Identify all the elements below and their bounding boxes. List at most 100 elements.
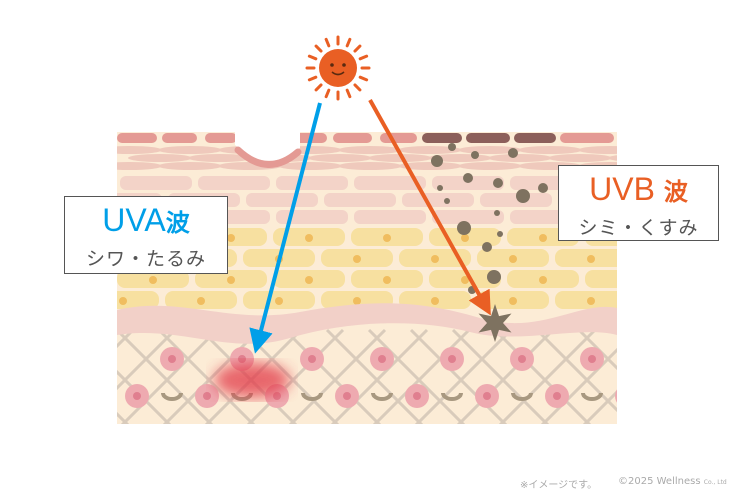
sun-ray — [358, 54, 369, 61]
company-suffix: Co., Ltd — [703, 479, 727, 486]
fibroblast — [581, 392, 603, 401]
cell-nucleus — [553, 392, 561, 400]
cell-nucleus — [308, 355, 316, 363]
granular-cell — [278, 162, 342, 170]
uva-description: シワ・たるみ — [85, 248, 206, 270]
sun-face — [319, 49, 357, 87]
melanin-granule — [431, 155, 443, 167]
dermis-fiber — [414, 328, 513, 424]
cell-nucleus — [383, 234, 391, 242]
dermis-fiber — [330, 328, 429, 424]
dermis-fiber — [621, 330, 721, 430]
uvb-title: UVB 波 — [559, 172, 718, 210]
uva-label-box: UVA波 シワ・たるみ — [64, 196, 228, 274]
fibroblast — [371, 392, 393, 401]
melanin-star-icon — [478, 304, 512, 342]
dermis-fiber — [0, 330, 7, 430]
sun-ray — [324, 37, 331, 48]
stratum-corneum — [117, 133, 157, 143]
cell-nucleus — [588, 355, 596, 363]
cell-nucleus — [587, 297, 595, 305]
spinous-cell — [120, 176, 192, 190]
keratinocyte — [117, 291, 159, 309]
dermis-fiber — [582, 389, 617, 424]
spinous-cell — [276, 210, 348, 224]
dermis-fiber — [577, 328, 617, 371]
sun-ray — [345, 37, 352, 48]
fibroblast — [653, 393, 671, 399]
spinous-cell — [354, 210, 426, 224]
granular-cell — [338, 146, 402, 154]
dermis-fiber — [120, 328, 219, 424]
granular-cell — [548, 154, 612, 162]
fibroblast — [161, 392, 183, 401]
pigmented-corneum — [466, 133, 510, 143]
pigmented-corneum — [514, 133, 556, 143]
cell-nucleus — [133, 392, 141, 400]
inflammation — [214, 362, 290, 398]
dermis-fiber — [117, 328, 177, 391]
copyright-text: ©2025 Wellness — [618, 476, 701, 487]
dermis-fiber — [663, 330, 750, 430]
sun-smile — [331, 71, 345, 76]
stratum-corneum — [333, 133, 372, 143]
cell-nucleus — [509, 255, 517, 263]
cell-nucleus — [539, 276, 547, 284]
cell-nucleus — [149, 276, 157, 284]
uva-title: UVA波 — [65, 203, 227, 241]
melanin-granule — [457, 221, 471, 235]
smiling-sun-icon — [305, 35, 371, 101]
cell-nucleus — [587, 255, 595, 263]
uva-arrow — [249, 102, 322, 354]
granular-cell — [488, 154, 552, 162]
melanin-granule — [444, 198, 450, 204]
dermis-fiber — [621, 330, 721, 430]
fibroblast — [301, 392, 323, 401]
dermis-fiber — [0, 330, 7, 430]
uva-kanji: 波 — [165, 210, 190, 237]
granular-cell — [608, 155, 617, 161]
dermis-fiber — [0, 330, 91, 430]
sun-ray — [314, 44, 323, 53]
cell-nucleus — [353, 297, 361, 305]
dermis-fiber — [288, 328, 387, 424]
cell-nucleus — [119, 297, 127, 305]
melanin-granule — [497, 231, 503, 237]
granular-cell — [117, 162, 162, 170]
cell-nucleus — [658, 355, 666, 363]
cell-nucleus — [461, 234, 469, 242]
sun-ray — [314, 83, 323, 92]
dermis-cell — [650, 347, 674, 371]
stratum-corneum — [380, 133, 417, 143]
dermis-fiber — [498, 328, 597, 424]
dermis-cell — [615, 389, 617, 403]
stratum-corneum — [560, 133, 614, 143]
cell-nucleus — [227, 276, 235, 284]
dermis-fiber — [705, 330, 750, 430]
stratum-corneum — [162, 133, 197, 143]
dermis-fiber — [540, 347, 617, 424]
dermis-fiber — [0, 330, 49, 430]
cell-nucleus — [378, 355, 386, 363]
granular-cell — [398, 146, 462, 154]
wrinkle — [235, 132, 300, 161]
melanin-granule — [471, 151, 479, 159]
cell-nucleus — [238, 355, 246, 363]
cell-nucleus — [539, 234, 547, 242]
uva-title-text: UVA — [102, 202, 166, 238]
dermis-fiber — [372, 328, 471, 424]
sun-ray — [358, 75, 369, 82]
granular-cell — [338, 162, 402, 170]
keratinocyte — [585, 270, 617, 288]
granular-cell — [158, 146, 222, 154]
spinous-cell — [480, 193, 552, 207]
basement-membrane — [117, 303, 617, 344]
wrinkle-edge — [234, 146, 302, 168]
granular-cell — [368, 154, 432, 162]
uvb-arrow — [368, 99, 491, 316]
dermis-fiber — [456, 328, 555, 424]
fibroblast — [441, 392, 463, 401]
melanin-granule — [516, 189, 530, 203]
